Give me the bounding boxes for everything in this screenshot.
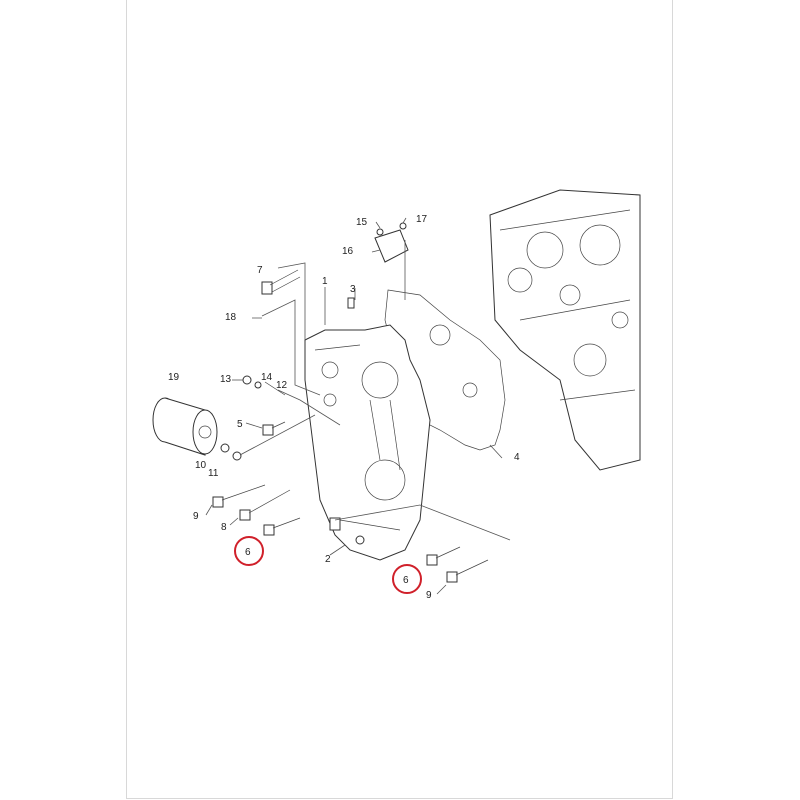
callout-1: 1 <box>322 276 328 287</box>
highlight-circle-6-left <box>234 536 264 566</box>
callout-8: 8 <box>221 522 227 533</box>
engine-block <box>489 189 641 471</box>
callout-6-right: 6 <box>403 575 409 586</box>
callout-17: 17 <box>416 214 428 225</box>
callout-12: 12 <box>276 380 288 391</box>
highlight-circle-6-right <box>392 564 422 594</box>
gear-case-cover <box>304 324 431 561</box>
callout-9-left: 9 <box>193 511 199 522</box>
callout-7: 7 <box>257 265 263 276</box>
callout-10: 10 <box>195 460 207 471</box>
callout-4: 4 <box>514 452 520 463</box>
callout-11: 11 <box>208 468 219 479</box>
callout-13: 13 <box>220 374 232 385</box>
callout-19: 19 <box>168 372 180 383</box>
callout-6-left: 6 <box>245 547 251 558</box>
callout-14: 14 <box>261 372 273 383</box>
leader-lines <box>205 217 511 595</box>
oil-filter <box>152 397 218 456</box>
page-frame <box>126 0 673 799</box>
callout-16: 16 <box>342 246 354 257</box>
callout-15: 15 <box>356 217 368 228</box>
callout-2: 2 <box>325 554 331 565</box>
small-parts <box>212 222 489 583</box>
callout-18: 18 <box>225 312 237 323</box>
callout-3: 3 <box>350 284 356 295</box>
callout-5: 5 <box>237 419 243 430</box>
callout-9-right: 9 <box>426 590 432 601</box>
